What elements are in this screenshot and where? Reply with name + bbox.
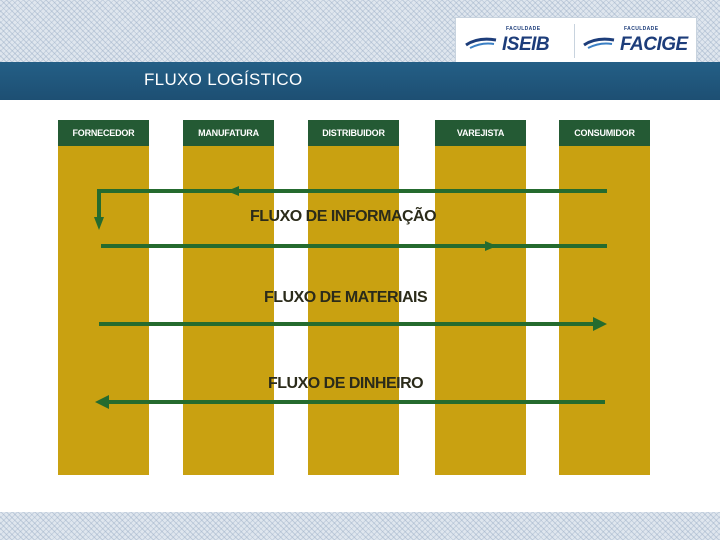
- arrowhead-left-icon: [227, 186, 239, 196]
- arrowhead-right-icon: [485, 241, 497, 251]
- column-header-fornecedor: FORNECEDOR: [58, 120, 149, 146]
- flow-label-money: FLUXO DE DINHEIRO: [268, 375, 424, 392]
- logo-facige-name: FACIGE: [620, 34, 688, 55]
- column-header-manufatura: MANUFATURA: [183, 120, 274, 146]
- column-manufatura: MANUFATURA: [183, 120, 274, 475]
- arrowhead-left-icon: [95, 395, 109, 409]
- information-flow-arrow: [97, 189, 607, 248]
- materials-flow-arrow: [99, 317, 607, 331]
- flow-arrows: [94, 186, 607, 409]
- column-header-varejista: VAREJISTA: [435, 120, 526, 146]
- logo-iseib-name: ISEIB: [502, 34, 550, 55]
- logo-iseib-small: FACULDADE: [506, 26, 541, 32]
- column-header-distribuidor: DISTRIBUIDOR: [308, 120, 399, 146]
- column-varejista: VAREJISTA: [435, 120, 526, 475]
- column-fornecedor: FORNECEDOR: [58, 120, 149, 475]
- flow-label-materials: FLUXO DE MATERIAIS: [264, 289, 428, 306]
- arrowhead-right-icon: [593, 317, 607, 331]
- column-header-consumidor: CONSUMIDOR: [559, 120, 650, 146]
- slide-title: FLUXO LOGÍSTICO: [144, 70, 303, 89]
- arrowhead-down-icon: [94, 217, 104, 230]
- logo-divider: [574, 24, 575, 58]
- column-distribuidor: DISTRIBUIDOR: [308, 120, 399, 475]
- footer-background-pattern: [0, 512, 720, 540]
- iseib-logo: FACULDADE ISEIB: [462, 22, 568, 60]
- facige-logo: FACULDADE FACIGE: [580, 22, 688, 60]
- swoosh-icon: [465, 37, 497, 49]
- column-consumidor: CONSUMIDOR: [559, 120, 650, 475]
- logo-facige-small: FACULDADE: [624, 26, 659, 32]
- swoosh-icon: [583, 37, 615, 49]
- money-flow-arrow: [95, 395, 605, 409]
- logo-banner: FACULDADE ISEIB FACULDADE FACIGE: [455, 17, 697, 65]
- logistics-flow-diagram: FORNECEDOR MANUFATURA DISTRIBUIDOR VAREJ…: [55, 120, 655, 476]
- flow-label-information: FLUXO DE INFORMAÇÃO: [250, 208, 437, 225]
- title-bar: FLUXO LOGÍSTICO: [0, 62, 720, 100]
